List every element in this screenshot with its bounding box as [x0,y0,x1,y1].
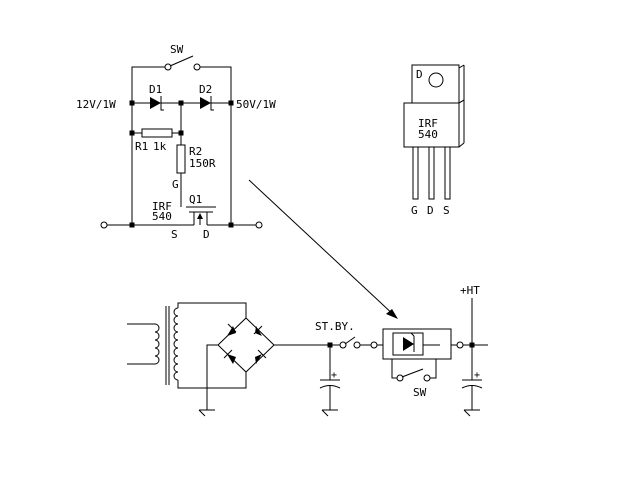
r1-label: R1 [135,140,148,153]
terminal-left [100,221,108,229]
wire-sw-left [131,66,165,103]
wire-bridge-minus [206,344,218,410]
diode-d2-symbol [200,97,211,109]
module-diode-bar [410,332,415,352]
bridge-diode [227,326,236,336]
source-label: S [171,228,178,241]
bottom-circuit: + ST.BY. SW +HT + [127,284,488,417]
package-mount-hole [428,72,444,88]
output-voltage-label: 50V/1W [236,98,276,111]
transformer-secondary [173,307,179,381]
package-tab [411,64,460,104]
softstart-module [382,328,452,360]
r2-value: 150R [189,157,216,170]
package-pin-s [444,146,451,200]
capacitor-c1-plate [319,385,341,389]
package-tab-label: D [416,68,423,81]
ground-symbol [321,409,329,417]
q1-arrow [197,213,203,219]
module-terminal-right [456,341,464,349]
cap1-polarity: + [331,370,337,381]
ground-symbol [198,409,206,417]
pin-label-g: G [411,204,418,217]
standby-contact-left [339,341,347,349]
sw-lead-right [430,359,437,379]
switch-lever [169,55,194,67]
sw-contact-right [423,374,431,382]
supply-label: +HT [460,284,480,297]
d2-label: D2 [199,83,212,96]
capacitor-c2-plate [461,385,483,389]
standby-label: ST.BY. [315,320,355,333]
r2-label: R2 [189,145,202,158]
diode-d1-symbol [150,97,161,109]
irf540-package: D IRF 540 G D S [403,64,465,217]
diode-d2-bar [210,96,214,111]
wire-sw-right [200,66,232,103]
module-diode-frame [392,332,424,356]
input-voltage-label: 12V/1W [76,98,116,111]
gate-label: G [172,178,179,191]
module-sw-label: SW [413,386,427,399]
package-part-line1: IRF [418,117,438,130]
bridge-diode-bar [223,349,233,359]
resistor-r1 [141,128,173,138]
package-part-line2: 540 [418,128,438,141]
top-circuit: SW D1 D2 12V/1W 50V/1W R1 1k R2 150R [76,43,276,241]
bridge-diode-bar [257,349,267,359]
standby-lever [344,336,356,345]
package-pin-g [412,146,419,200]
r1-value: 1k [153,140,167,153]
package-body [403,102,460,148]
module-diode-symbol [403,337,414,351]
module-terminal-left [370,341,378,349]
pin-label-s: S [443,204,450,217]
package-edge [458,99,465,104]
sw-lead-left [391,359,397,379]
terminal-right [255,221,263,229]
cap2-polarity: + [474,370,480,381]
bridge-diode-bar [253,325,263,335]
bridge-diode [227,354,236,364]
bridge-diode [255,354,262,364]
package-pin-d [428,146,435,200]
connection-arrow [248,179,398,319]
pin-label-d: D [427,204,434,217]
arrow-head [386,309,398,319]
sw-contact-left [396,374,404,382]
drain-label: D [203,228,210,241]
secondary-lead-top [177,302,247,318]
resistor-r2 [176,144,186,174]
q1-type-line1: IRF [152,200,172,213]
q1-label: Q1 [189,193,202,206]
bridge-outline [217,317,275,373]
diode-d1-bar [160,96,164,111]
sw-lever [401,368,424,378]
q1-type-line2: 540 [152,210,172,223]
secondary-lead-bottom [177,372,247,389]
arrow-line [248,179,397,318]
bridge-diode [255,326,262,336]
ground-symbol [463,409,471,417]
bridge-diode-bar [227,323,237,333]
transformer-primary [154,323,160,365]
switch-contact-right [193,63,201,71]
junction [129,222,135,228]
switch-label: SW [170,43,184,56]
d1-label: D1 [149,83,162,96]
package-edge [458,64,465,69]
package-edge [458,142,465,148]
standby-contact-right [353,341,361,349]
switch-contact-left [164,63,172,71]
junction [228,222,234,228]
